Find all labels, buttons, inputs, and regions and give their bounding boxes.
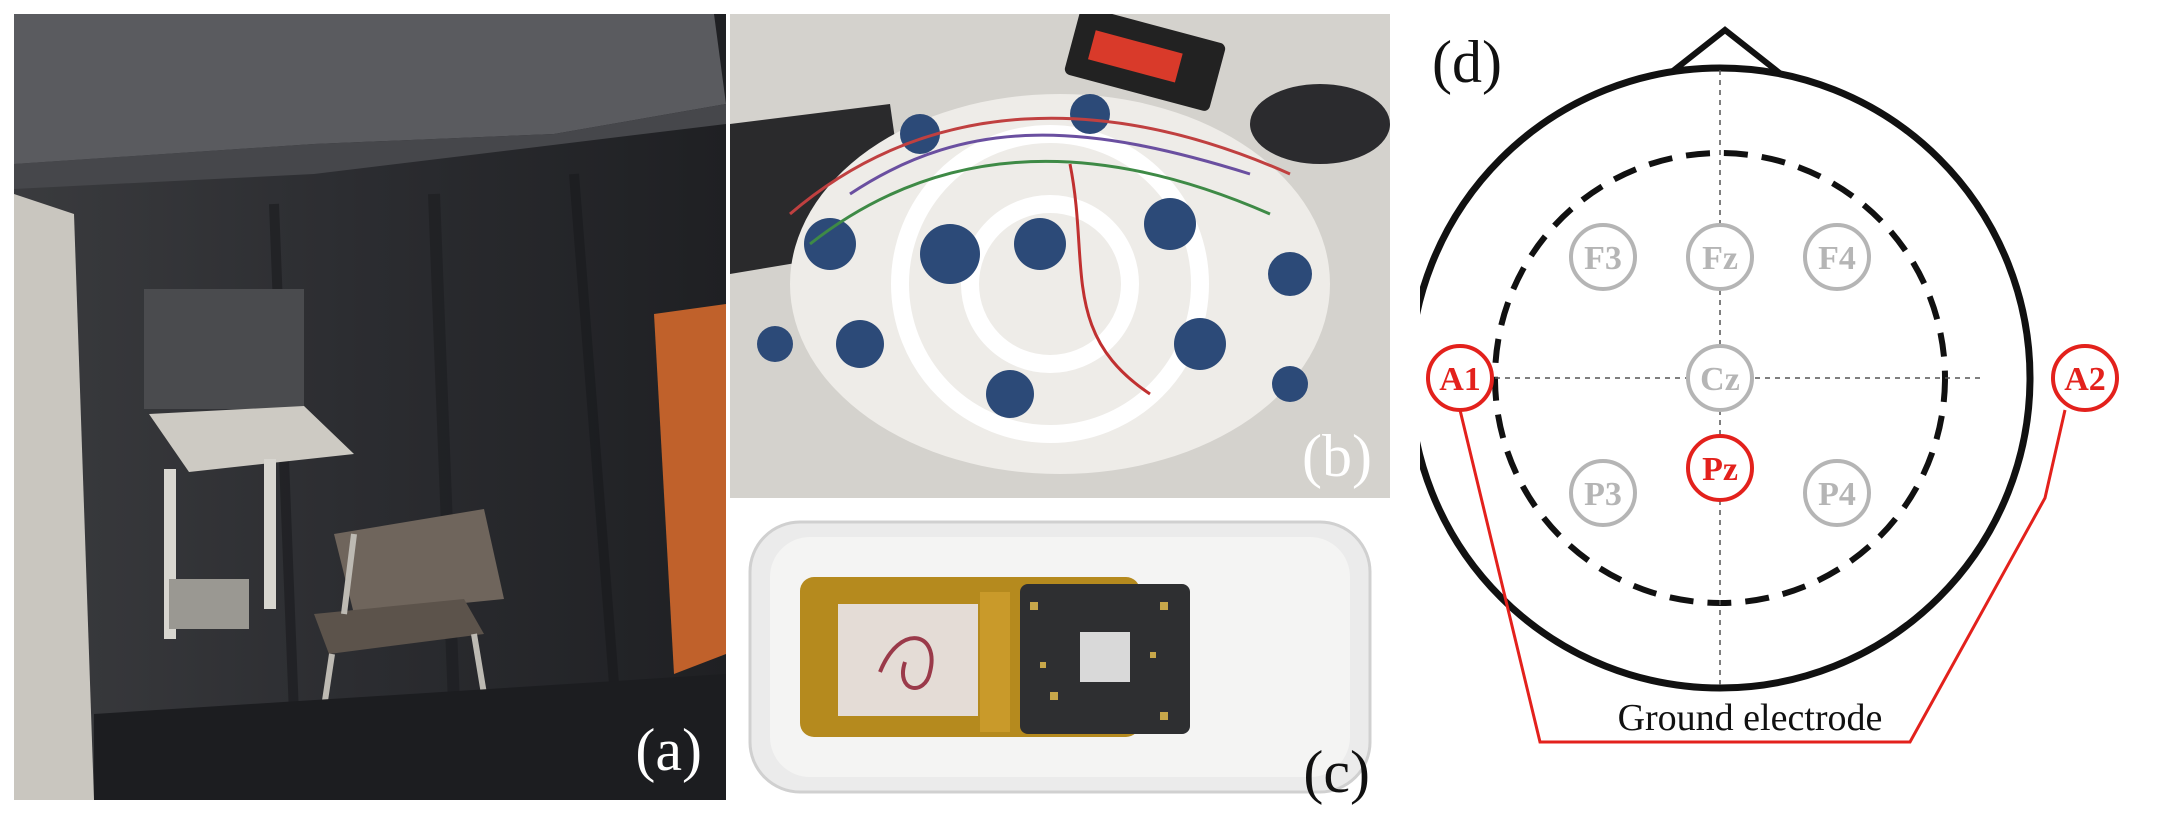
svg-text:F4: F4 [1818, 240, 1856, 277]
electrode-P4: P4 [1803, 459, 1871, 527]
panel-label-d: (d) [1432, 29, 1502, 95]
amplifier-photo: (c) [730, 512, 1390, 812]
svg-text:Cz: Cz [1700, 361, 1740, 398]
electrode-F4: F4 [1803, 223, 1871, 291]
svg-text:P3: P3 [1584, 476, 1622, 513]
amplifier-illustration [730, 512, 1390, 812]
nose-outline [1657, 26, 1793, 85]
booth-photo: (a) [14, 14, 726, 800]
electrode-P3: P3 [1569, 459, 1637, 527]
cap-illustration [730, 14, 1390, 498]
booth-illustration [14, 14, 726, 800]
svg-text:A1: A1 [1439, 361, 1481, 398]
svg-text:P4: P4 [1818, 476, 1856, 513]
panel-label-b: (b) [1302, 423, 1372, 489]
svg-text:Pz: Pz [1702, 451, 1738, 488]
electrode-A2: A2 [2051, 344, 2119, 412]
electrode-layout-diagram: F3 Fz F4 Cz P3 P4 [1420, 0, 2181, 817]
panel-label-a: (a) [635, 717, 702, 783]
electrode-F3: F3 [1569, 223, 1637, 291]
electrode-Fz: Fz [1686, 223, 1754, 291]
electrode-cap-photo: (b) [730, 14, 1390, 498]
electrode-Pz: Pz [1686, 434, 1754, 502]
electrode-A1: A1 [1426, 344, 1494, 412]
svg-text:F3: F3 [1584, 240, 1622, 277]
ground-electrode-label: Ground electrode [1618, 697, 1883, 739]
head-diagram: F3 Fz F4 Cz P3 P4 [1420, 26, 2119, 744]
panel-label-c: (c) [1303, 739, 1370, 805]
svg-text:Fz: Fz [1702, 240, 1738, 277]
ground-wire [1458, 409, 2067, 744]
svg-text:A2: A2 [2064, 361, 2106, 398]
electrode-Cz: Cz [1686, 344, 1754, 412]
